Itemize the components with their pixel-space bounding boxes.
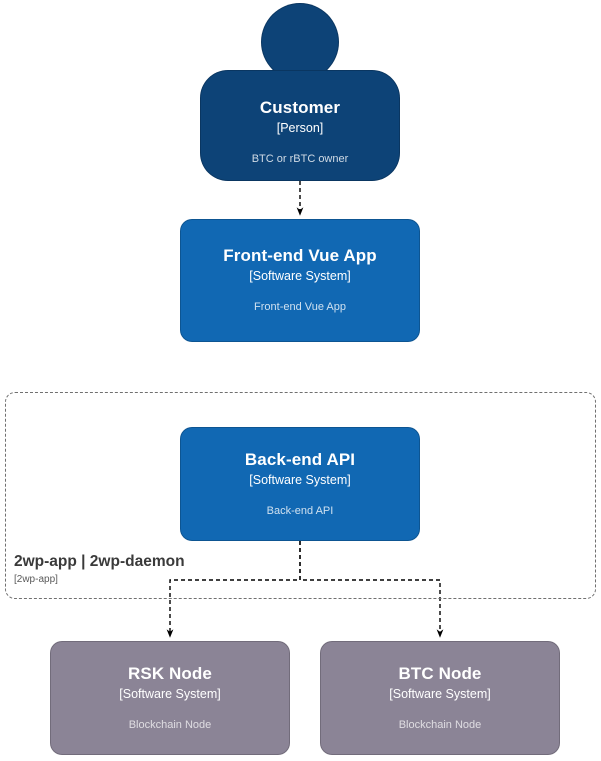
node-frontend-vue-app-title: Front-end Vue App [223, 246, 377, 266]
boundary-label: 2wp-app | 2wp-daemon [2wp-app] [14, 553, 185, 587]
boundary-label-name: 2wp-app | 2wp-daemon [14, 553, 185, 570]
node-frontend-vue-app[interactable]: Front-end Vue App [Software System] Fron… [180, 219, 420, 342]
node-rsk-node-type: [Software System] [119, 686, 221, 701]
node-customer-type: [Person] [276, 121, 324, 135]
customer-person-head-icon [261, 3, 339, 81]
node-backend-api[interactable]: Back-end API [Software System] Back-end … [180, 427, 420, 541]
node-customer-title: Customer [259, 98, 341, 118]
node-btc-node-description: Blockchain Node [398, 718, 482, 731]
node-rsk-node-description: Blockchain Node [128, 718, 212, 731]
node-frontend-vue-app-type: [Software System] [249, 269, 351, 283]
boundary-2wp-app [5, 392, 596, 599]
node-backend-api-description: Back-end API [266, 504, 334, 517]
node-backend-api-type: [Software System] [249, 472, 351, 487]
node-customer[interactable]: Customer [Person] BTC or rBTC owner [200, 70, 400, 181]
node-frontend-vue-app-description: Front-end Vue App [254, 301, 346, 314]
node-backend-api-title: Back-end API [244, 449, 356, 469]
node-customer-description: BTC or rBTC owner [251, 153, 349, 166]
node-btc-node-title: BTC Node [398, 663, 482, 683]
node-btc-node-type: [Software System] [389, 686, 491, 701]
node-rsk-node[interactable]: RSK Node [Software System] Blockchain No… [50, 641, 290, 755]
node-rsk-node-title: RSK Node [128, 663, 212, 683]
node-btc-node[interactable]: BTC Node [Software System] Blockchain No… [320, 641, 560, 755]
boundary-label-type: [2wp-app] [14, 573, 58, 585]
